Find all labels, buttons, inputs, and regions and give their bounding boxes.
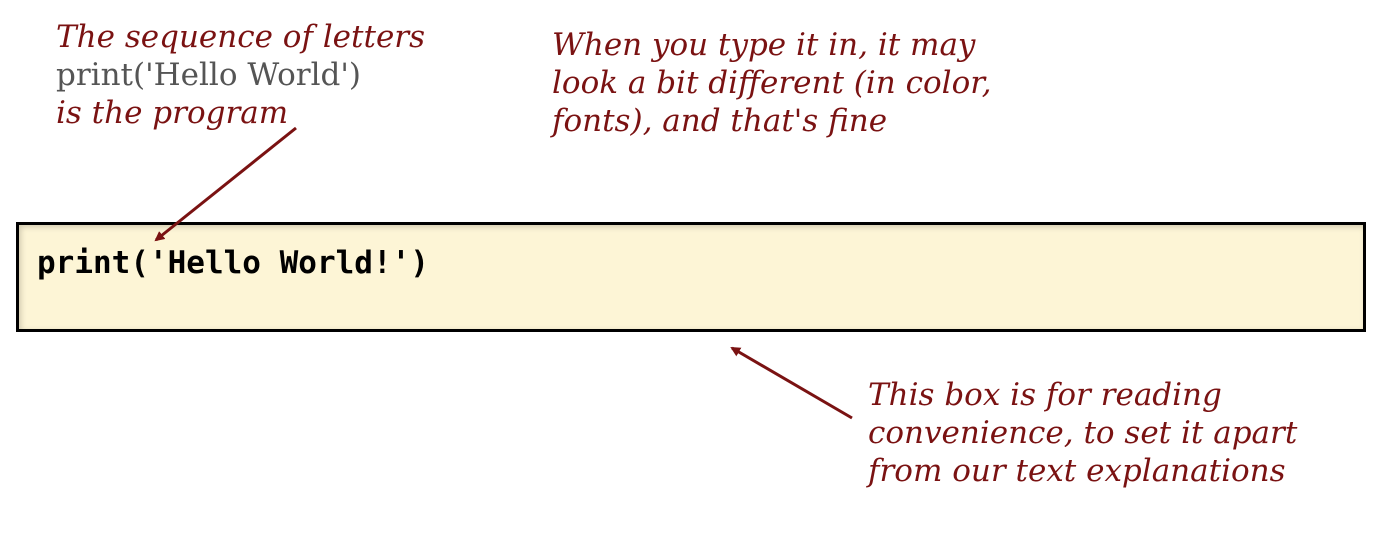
typing-annotation: When you type it in, it may look a bit d… [552, 26, 992, 140]
program-annotation-line-1: The sequence of letters [56, 19, 426, 55]
box-annotation: This box is for reading convenience, to … [868, 376, 1297, 490]
box-annotation-line-2: convenience, to set it apart [868, 415, 1298, 451]
program-annotation-line-3: is the program [56, 95, 289, 131]
program-annotation: The sequence of letters print('Hello Wor… [56, 18, 425, 132]
typing-annotation-line-2: look a bit different (in color, [552, 65, 992, 101]
typing-annotation-line-1: When you type it in, it may [552, 27, 976, 63]
code-text: print('Hello World!') [37, 245, 429, 281]
box-annotation-line-3: from our text explanations [868, 453, 1286, 489]
box-arrow [730, 346, 853, 420]
box-annotation-line-1: This box is for reading [868, 377, 1222, 413]
code-box: print('Hello World!') [16, 222, 1366, 332]
program-annotation-code-sample: print('Hello World') [56, 57, 361, 93]
typing-annotation-line-3: fonts), and that's fine [552, 103, 888, 139]
